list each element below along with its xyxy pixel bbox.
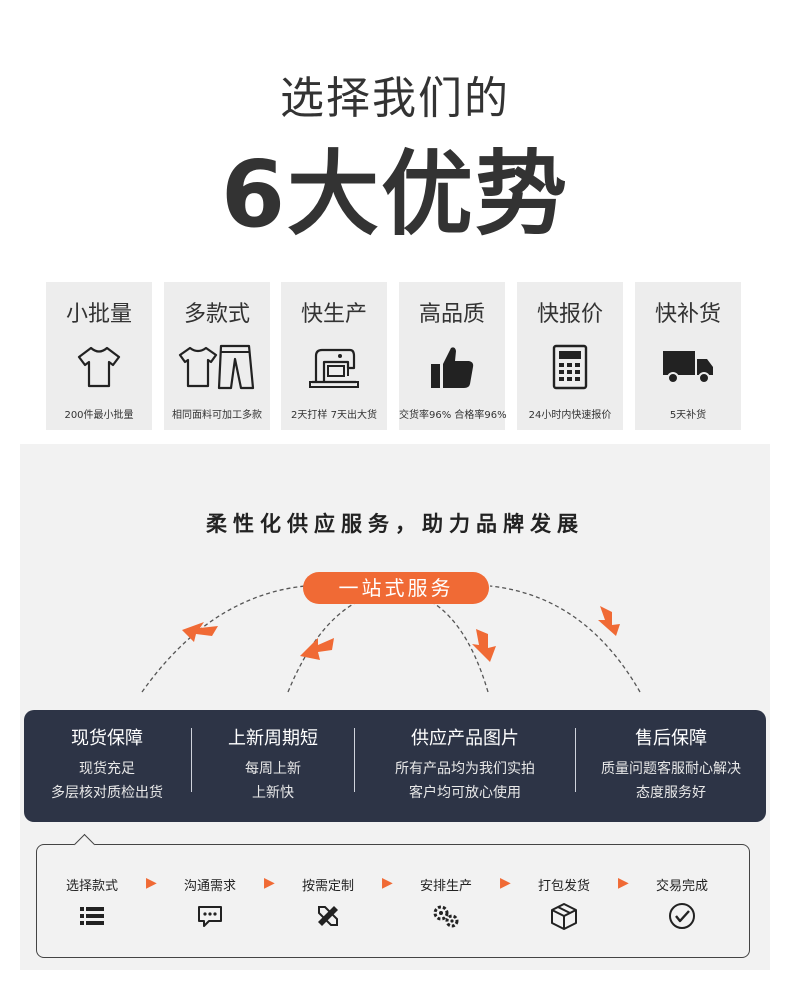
tshirt-icon — [46, 342, 152, 392]
divider — [575, 728, 576, 792]
advantage-title: 小批量 — [65, 302, 132, 327]
advantage-title: 快生产 — [300, 302, 367, 327]
process-flow: 选择款式 ▶ 沟通需求 ▶ 按需定制 ▶ 安排生产 ▶ — [36, 833, 750, 958]
step-choose-style: 选择款式 — [47, 875, 137, 930]
callout-notch — [73, 833, 96, 856]
step-label: 安排生产 — [419, 879, 472, 894]
advantage-card-variety: 多款式 相同面料可加工多款 — [164, 282, 270, 430]
advantage-card-fast-production: 快生产 2天打样 7天出大货 — [281, 282, 387, 430]
feature-line: 每周上新 — [245, 761, 301, 777]
feature-new-arrivals: 上新周期短 每周上新 上新快 — [192, 710, 354, 822]
feature-product-images: 供应产品图片 所有产品均为我们实拍 客户均可放心使用 — [355, 710, 575, 822]
advantage-desc: 5天补货 — [669, 410, 707, 421]
divider — [191, 728, 192, 792]
calculator-icon — [517, 342, 623, 392]
flow-arrow: ▶ — [382, 875, 393, 891]
step-customize: 按需定制 — [283, 875, 373, 930]
hero-title: 6大优势 — [220, 141, 569, 248]
service-title: 柔性化供应服务，助力品牌发展 — [206, 512, 584, 536]
step-label: 打包发货 — [537, 879, 590, 894]
flow-arrow: ▶ — [618, 875, 629, 891]
thumbs-up-icon — [399, 342, 505, 392]
box-icon — [519, 902, 609, 930]
advantage-card-small-batch: 小批量 200件最小批量 — [46, 282, 152, 430]
step-label: 交易完成 — [655, 879, 708, 894]
feature-stock: 现货保障 现货充足 多层核对质检出货 — [24, 710, 190, 822]
step-production: 安排生产 — [401, 875, 491, 930]
feature-line: 现货充足 — [79, 761, 135, 777]
divider — [354, 728, 355, 792]
advantage-cards: 小批量 200件最小批量 多款式 相同面料可加工多款 快生产 2天打样 7天出大… — [46, 282, 746, 430]
step-label: 选择款式 — [65, 879, 118, 894]
feature-line: 所有产品均为我们实拍 — [395, 761, 535, 777]
advantage-desc: 24小时内快速报价 — [528, 410, 612, 421]
list-icon — [47, 902, 137, 930]
check-circle-icon — [637, 902, 727, 930]
flow-arrow: ▶ — [146, 875, 157, 891]
sewing-machine-icon — [281, 342, 387, 392]
advantage-desc: 2天打样 7天出大货 — [291, 410, 377, 421]
advantage-card-fast-restock: 快补货 5天补货 — [635, 282, 741, 430]
chat-icon — [165, 902, 255, 930]
feature-line: 质量问题客服耐心解决 — [601, 761, 741, 777]
feature-heading: 上新周期短 — [228, 728, 318, 749]
flow-arrow: ▶ — [500, 875, 511, 891]
truck-icon — [635, 342, 741, 392]
step-communicate: 沟通需求 — [165, 875, 255, 930]
feature-heading: 现货保障 — [71, 728, 143, 749]
advantage-desc: 200件最小批量 — [64, 410, 134, 421]
one-stop-service-pill: 一站式服务 — [303, 572, 489, 604]
feature-heading: 供应产品图片 — [411, 728, 519, 749]
gears-icon — [401, 902, 491, 930]
step-ship: 打包发货 — [519, 875, 609, 930]
advantage-title: 快补货 — [654, 302, 721, 327]
feature-line: 多层核对质检出货 — [51, 785, 163, 801]
advantage-title: 多款式 — [183, 302, 250, 327]
advantage-title: 快报价 — [536, 302, 603, 327]
hero-subtitle: 选择我们的 — [280, 73, 510, 124]
feature-after-sales: 售后保障 质量问题客服耐心解决 态度服务好 — [576, 710, 766, 822]
advantage-desc: 相同面料可加工多款 — [172, 410, 262, 421]
service-panel: 柔性化供应服务，助力品牌发展 一站式服务 现货保障 现货充足 多层核对质检出货 … — [20, 444, 770, 970]
feature-line: 态度服务好 — [636, 785, 706, 801]
step-complete: 交易完成 — [637, 875, 727, 930]
service-features: 现货保障 现货充足 多层核对质检出货 上新周期短 每周上新 上新快 供应产品图片… — [24, 710, 766, 822]
advantage-card-high-quality: 高品质 交货率96% 合格率96% — [399, 282, 507, 430]
advantage-title: 高品质 — [418, 302, 485, 327]
advantage-desc: 交货率96% 合格率96% — [399, 410, 507, 421]
feature-line: 上新快 — [252, 785, 294, 801]
ruler-pencil-icon — [283, 902, 373, 930]
feature-heading: 售后保障 — [635, 728, 707, 749]
step-label: 沟通需求 — [183, 879, 236, 894]
advantage-card-fast-quote: 快报价 24小时内快速报价 — [517, 282, 623, 430]
feature-line: 客户均可放心使用 — [409, 785, 521, 801]
flow-arrow: ▶ — [264, 875, 275, 891]
tshirt-pants-icon — [164, 342, 270, 392]
step-label: 按需定制 — [301, 879, 354, 894]
service-arcs — [141, 585, 641, 693]
